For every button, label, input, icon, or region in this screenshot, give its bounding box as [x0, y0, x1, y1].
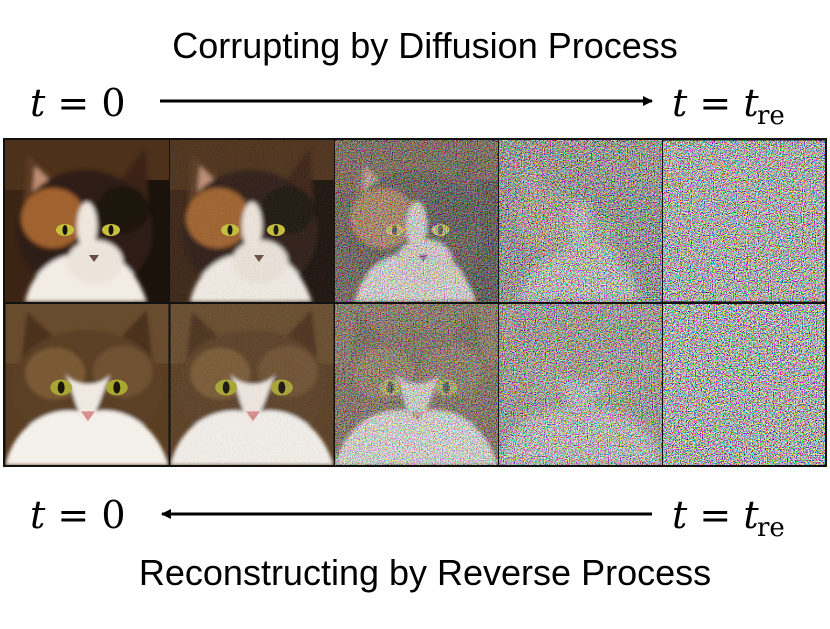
- cell-r1-c1: [5, 140, 169, 302]
- svg-text:t = t: t = t: [672, 81, 759, 125]
- top-right-time-label: t = t re: [672, 81, 785, 131]
- top-left-time-label: t = 0: [30, 81, 126, 125]
- cell-r1-c4: [499, 140, 662, 302]
- cell-r2-c1: [6, 304, 169, 465]
- svg-text:re: re: [757, 513, 785, 543]
- cell-r2-c3: [335, 304, 498, 465]
- cell-r1-c3: [335, 140, 498, 302]
- cell-r1-c5: [663, 140, 825, 302]
- bottom-right-time-label: t = t re: [672, 493, 785, 543]
- image-grid: [3, 138, 827, 467]
- svg-text:t = 0: t = 0: [30, 493, 126, 537]
- top-title: Corrupting by Diffusion Process: [172, 25, 678, 66]
- cell-r2-c2: [170, 304, 334, 465]
- bottom-left-time-label: t = 0: [30, 493, 126, 537]
- bottom-title: Reconstructing by Reverse Process: [139, 552, 711, 593]
- cell-r1-c2: [170, 140, 334, 302]
- row-1: [5, 140, 825, 302]
- cell-r2-c4: [499, 304, 662, 465]
- row-2: [6, 304, 825, 465]
- svg-text:t = t: t = t: [672, 493, 759, 537]
- svg-text:t = 0: t = 0: [30, 81, 126, 125]
- svg-text:re: re: [757, 101, 785, 131]
- cell-r2-c5: [663, 304, 825, 465]
